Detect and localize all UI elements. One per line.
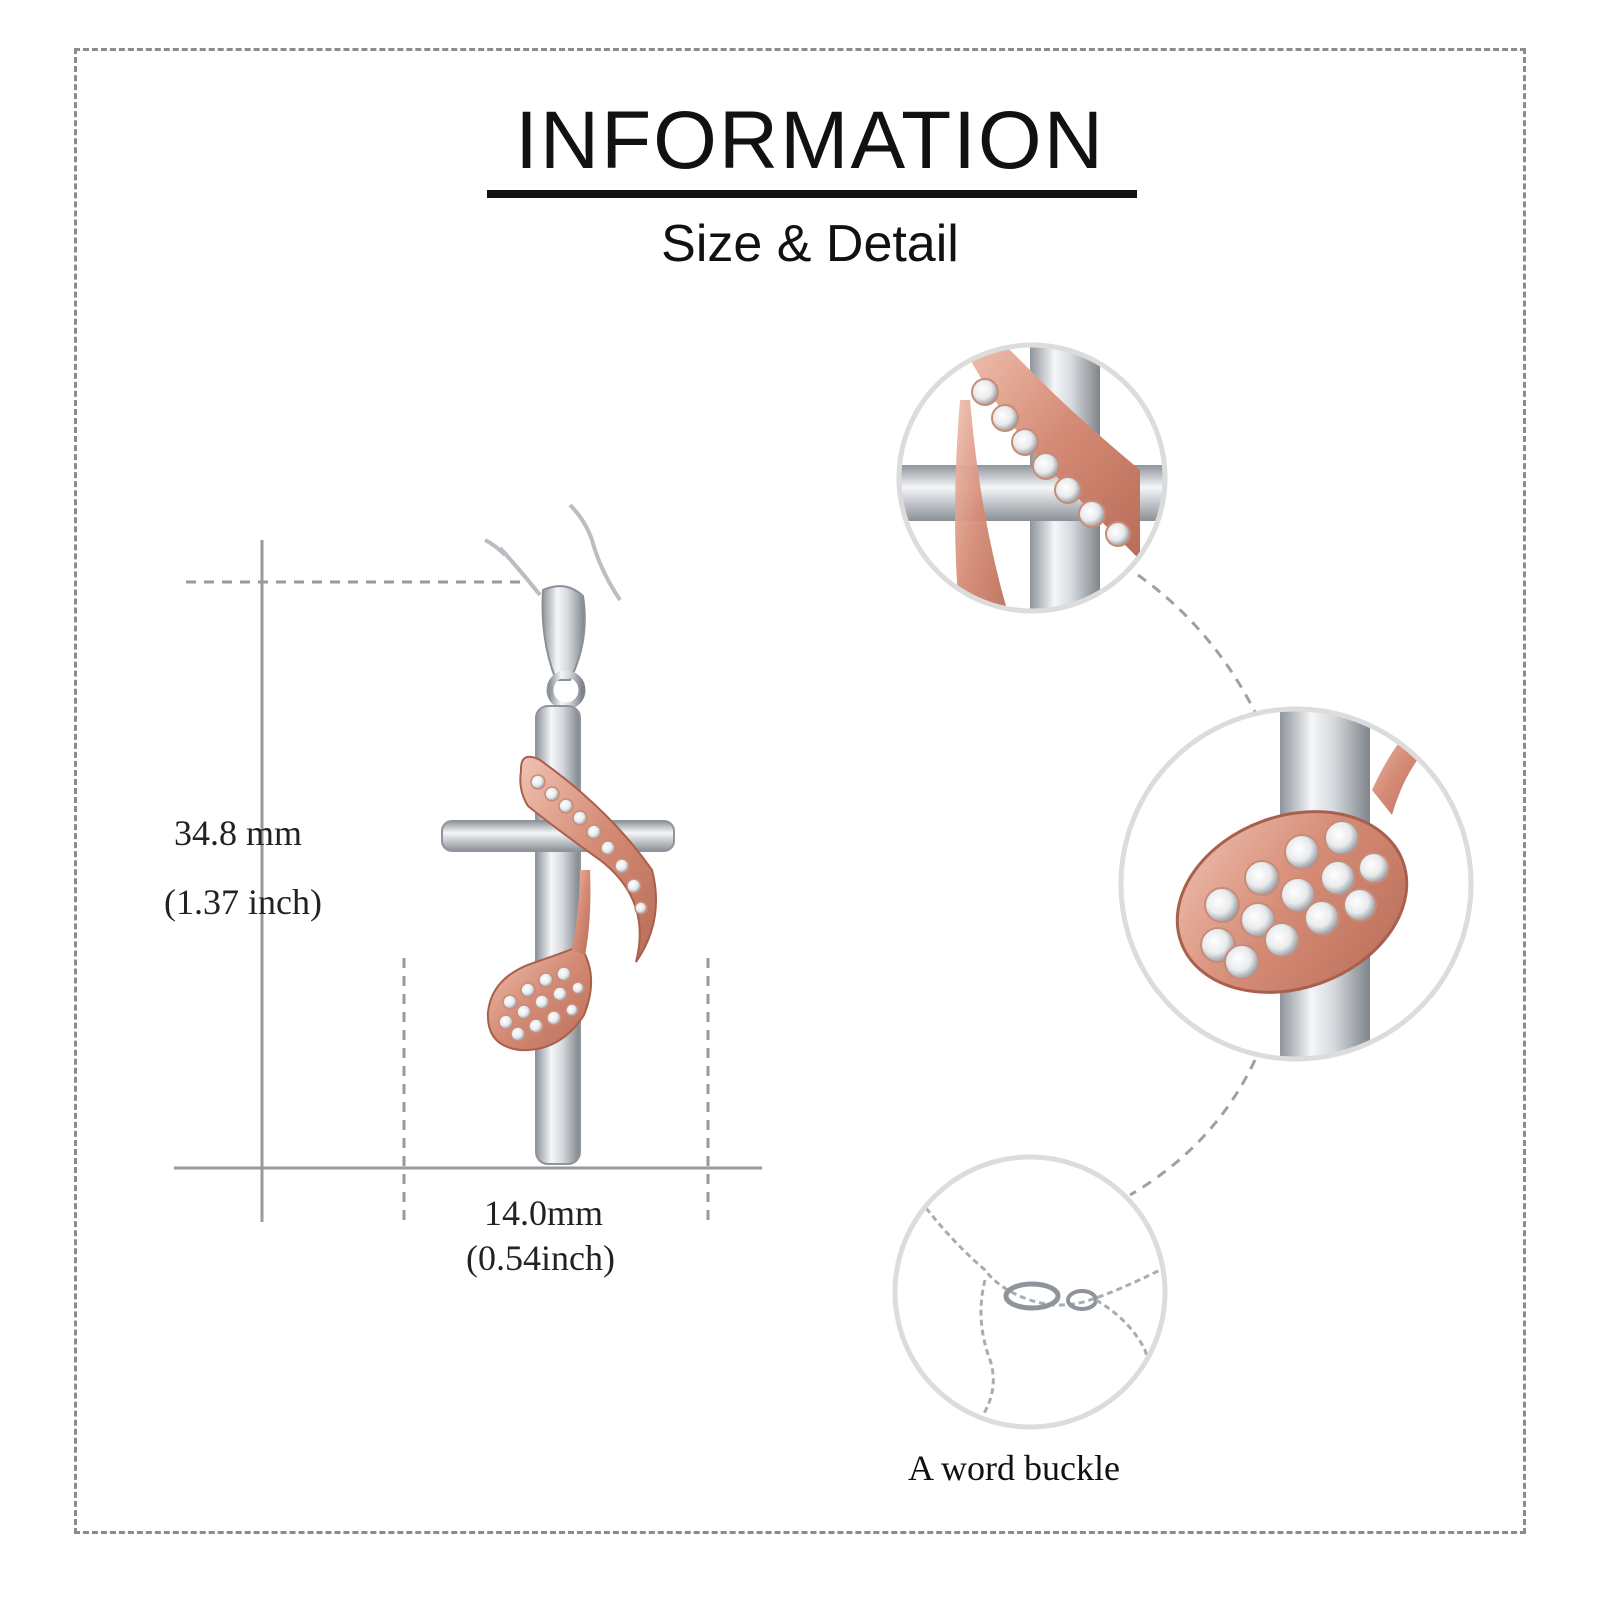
detail-circle-middle [1118,706,1474,1062]
title-underline [487,190,1137,198]
dashed-frame [74,48,1526,1534]
page-title: INFORMATION [515,95,1105,186]
cross-pendant [441,585,675,1165]
detail-connectors [1129,573,1260,1197]
detail-circle-bottom [892,1154,1168,1430]
width-inch-label: (0.54inch) [466,1238,615,1278]
detail-circle-top [896,342,1168,614]
dimension-lines [174,540,762,1222]
height-inch-label: (1.37 inch) [164,882,322,922]
necklace-chain [484,503,622,602]
buckle-caption: A word buckle [908,1448,1120,1488]
width-mm-label: 14.0mm [484,1193,604,1233]
page-subtitle: Size & Detail [661,215,959,273]
height-mm-label: 34.8 mm [174,813,303,853]
